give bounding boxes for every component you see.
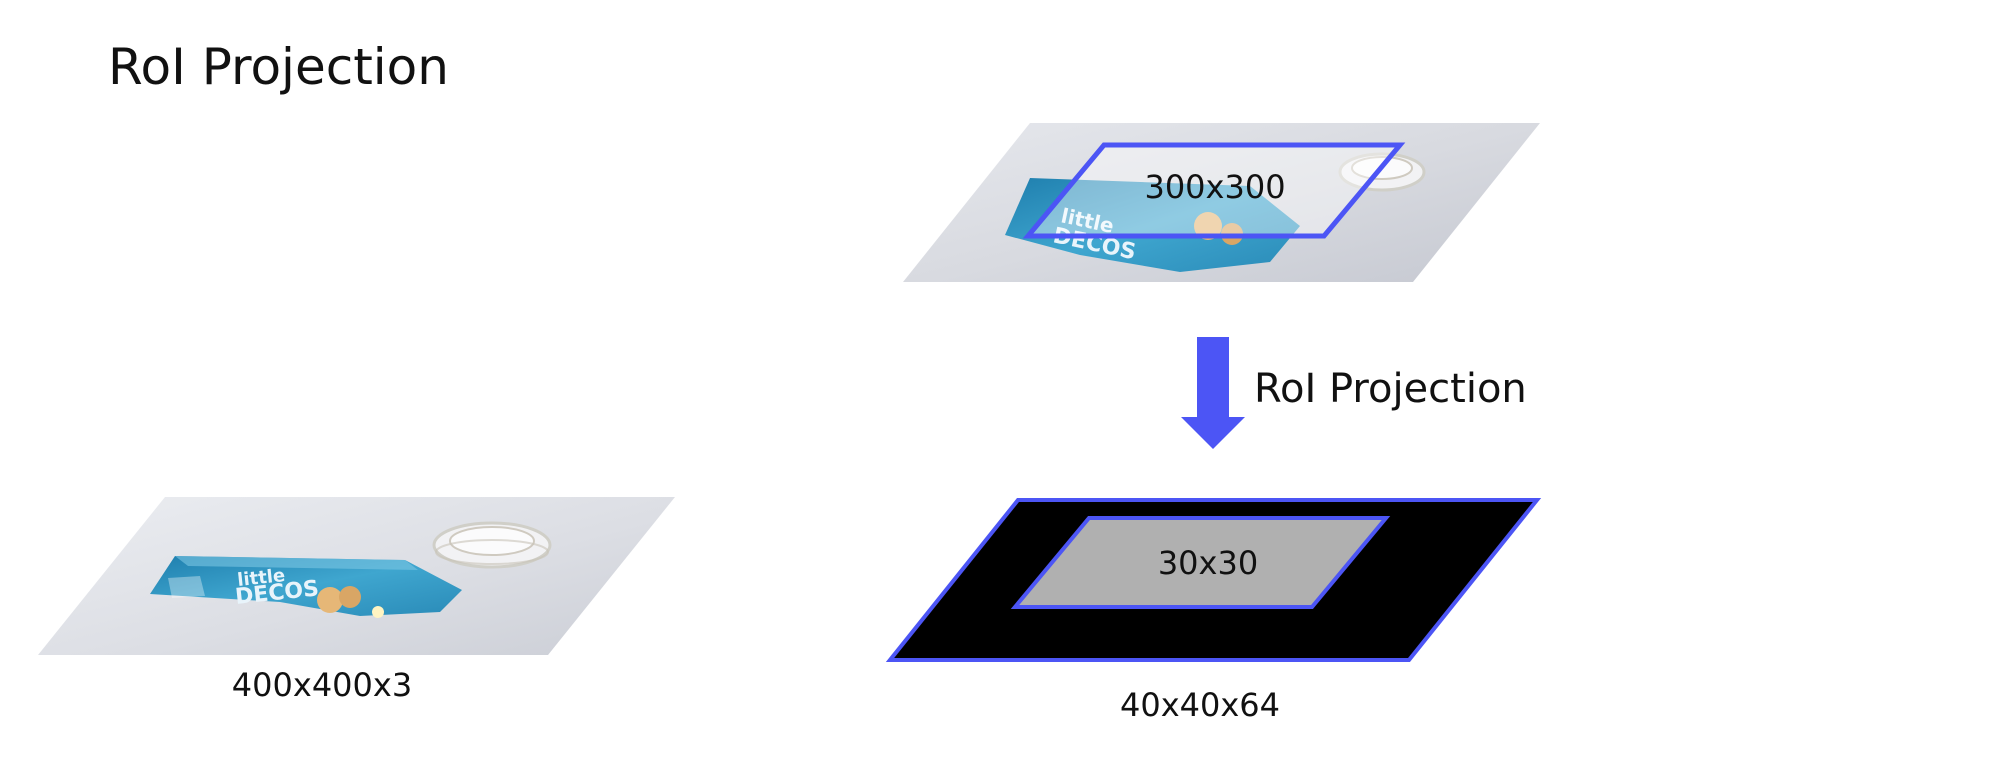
snack-package-top: little DECOS	[1005, 178, 1300, 272]
round-lid	[432, 521, 552, 569]
snack-package: little DECOS	[150, 556, 462, 618]
roi-box-30	[1010, 516, 1391, 609]
input-image: little DECOS	[38, 497, 675, 655]
feature-map-label: 40x40x64	[1120, 686, 1280, 724]
input-image-label: 400x400x3	[232, 666, 412, 704]
roi-source-photo: little DECOS	[903, 123, 1540, 282]
page-title: RoI Projection	[108, 38, 449, 96]
feature-map	[885, 498, 1542, 662]
svg-text:little: little	[236, 565, 286, 591]
projection-label: RoI Projection	[1254, 366, 1527, 412]
roi-box-300-label: 300x300	[1144, 168, 1285, 206]
input-image-photo: little DECOS	[38, 497, 675, 655]
roi-box-30-label: 30x30	[1158, 544, 1258, 582]
down-arrow-icon	[1181, 337, 1245, 449]
roi-box-300	[1022, 142, 1406, 239]
roi-source-image: little DECOS	[903, 123, 1540, 282]
